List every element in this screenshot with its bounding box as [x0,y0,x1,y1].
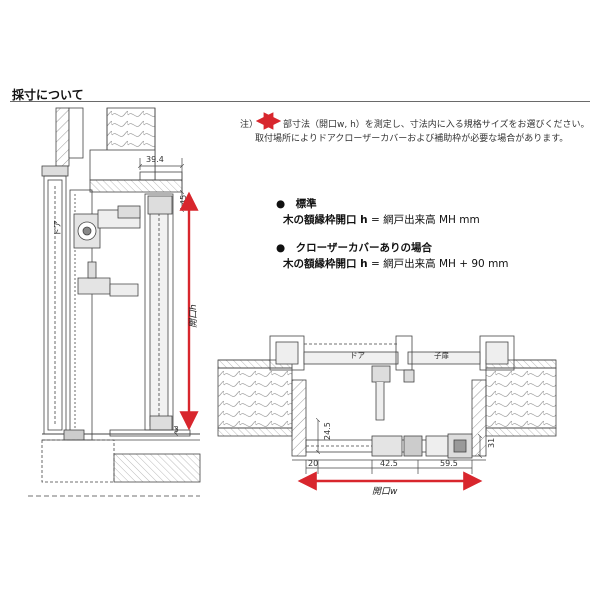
plan-child-door-label: 子扉 [434,350,449,360]
plan-door-label: ドア [350,351,365,360]
standard-formula-rest: = 網戸出来高 MH mm [367,214,480,226]
standard-formula-lead: 木の額縁枠開口 h [283,214,368,226]
standard-formula: 木の額縁枠開口 h = 網戸出来高 MH mm [283,212,480,227]
dim-mid: 42.5 [380,459,398,468]
dim-left-width: 20 [308,459,318,468]
dim-header: 45 [179,195,188,205]
closer-cover-formula-rest: = 網戸出来高 MH + 90 mm [367,258,509,270]
closer-cover-formula: 木の額縁枠開口 h = 網戸出来高 MH + 90 mm [283,256,509,271]
opening-w-label: 開口w [372,486,398,497]
plan-section-view [217,335,557,461]
section-divider [10,101,590,102]
note-prefix: 注） [240,120,259,130]
note-line-2: 取付場所によりドアクローザーカバーおよび補助枠が必要な場合があります。 [255,134,569,144]
side-door-label: ドア [53,220,62,236]
note-line-1: 部寸法（開口w, h）を測定し、寸法内に入る規格サイズをお選びください。 [283,120,590,130]
dim-bottom: 3 [174,425,179,434]
opening-h-label: 開口h [188,304,199,328]
standard-heading: ● 標準 [276,198,317,210]
closer-cover-formula-lead: 木の額縁枠開口 h [283,258,368,270]
section-title: 採寸について [12,88,84,102]
dim-top-width: 39.4 [146,155,164,164]
closer-cover-heading: ● クローザーカバーありの場合 [276,242,432,254]
dim-left-height: 24.5 [323,422,332,440]
dim-right-height: 31 [487,438,496,448]
dim-right: 59.5 [440,459,458,468]
